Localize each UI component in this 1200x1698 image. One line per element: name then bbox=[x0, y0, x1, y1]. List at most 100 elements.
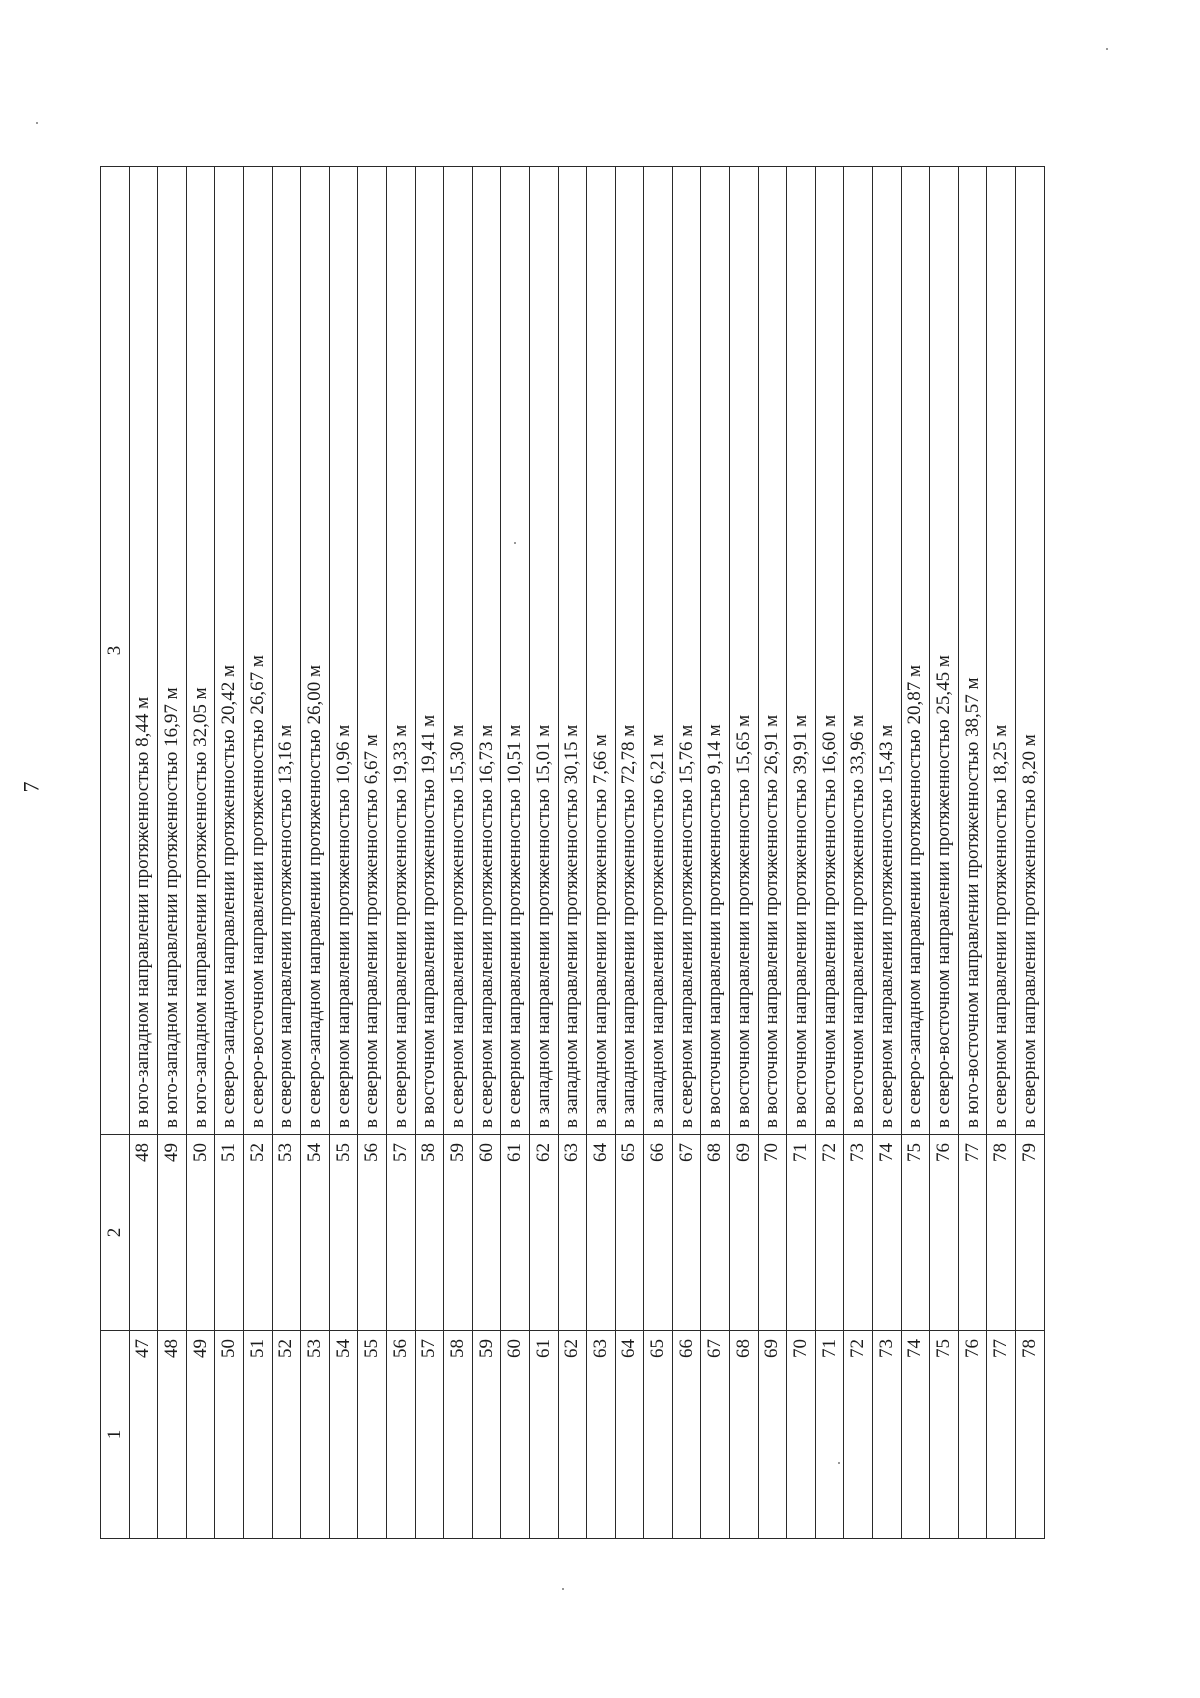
segment-description: в западном направлении протяженностью 7,… bbox=[586, 166, 616, 1135]
segment-description: в северо-западном направлении протяженно… bbox=[901, 166, 930, 1135]
point-from: 73 bbox=[872, 1330, 902, 1539]
segment-description: в северном направлении протяженностью 15… bbox=[443, 166, 473, 1135]
point-from: 50 bbox=[214, 1330, 244, 1539]
segment-description: в восточном направлении протяженностью 2… bbox=[758, 166, 787, 1135]
segment-description: в восточном направлении протяженностью 3… bbox=[843, 166, 873, 1135]
point-from: 62 bbox=[558, 1330, 587, 1539]
point-to: 50 bbox=[186, 1134, 215, 1331]
segment-description: в юго-западном направлении протяженность… bbox=[157, 166, 187, 1135]
point-to: 76 bbox=[929, 1134, 959, 1331]
segment-description: в северном направлении протяженностью 15… bbox=[872, 166, 902, 1135]
point-to: 49 bbox=[157, 1134, 187, 1331]
point-to: 61 bbox=[500, 1134, 530, 1331]
scan-speck bbox=[36, 122, 38, 124]
point-from: 75 bbox=[929, 1330, 959, 1539]
point-from: 74 bbox=[901, 1330, 930, 1539]
point-to: 71 bbox=[786, 1134, 816, 1331]
scan-speck bbox=[1028, 1120, 1030, 1122]
point-from: 58 bbox=[443, 1330, 473, 1539]
point-to: 54 bbox=[300, 1134, 330, 1331]
point-to: 55 bbox=[329, 1134, 358, 1331]
scan-speck bbox=[514, 542, 516, 544]
segment-description: в юго-восточном направлении протяженност… bbox=[958, 166, 987, 1135]
point-from: 54 bbox=[329, 1330, 358, 1539]
point-to: 78 bbox=[986, 1134, 1016, 1331]
point-from: 77 bbox=[986, 1330, 1016, 1539]
segment-description: в северном направлении протяженностью 8,… bbox=[1015, 166, 1045, 1135]
point-from: 52 bbox=[272, 1330, 301, 1539]
segment-description: в юго-западном направлении протяженность… bbox=[186, 166, 215, 1135]
point-to: 52 bbox=[243, 1134, 273, 1331]
point-from: 69 bbox=[758, 1330, 787, 1539]
segment-description: в восточном направлении протяженностью 1… bbox=[729, 166, 759, 1135]
point-from: 55 bbox=[357, 1330, 387, 1539]
point-from: 76 bbox=[958, 1330, 987, 1539]
point-to: 66 bbox=[643, 1134, 673, 1331]
point-to: 79 bbox=[1015, 1134, 1045, 1331]
point-from: 78 bbox=[1015, 1330, 1045, 1539]
page-number: 7 bbox=[18, 781, 44, 793]
point-to: 62 bbox=[529, 1134, 558, 1331]
segment-description: в восточном направлении протяженностью 9… bbox=[700, 166, 730, 1135]
point-from: 63 bbox=[586, 1330, 616, 1539]
point-from: 72 bbox=[843, 1330, 873, 1539]
segment-description: в северо-западном направлении протяженно… bbox=[300, 166, 330, 1135]
point-to: 74 bbox=[872, 1134, 902, 1331]
point-from: 60 bbox=[500, 1330, 530, 1539]
point-to: 69 bbox=[729, 1134, 759, 1331]
scan-speck bbox=[1106, 48, 1108, 50]
point-from: 47 bbox=[129, 1330, 158, 1539]
point-to: 51 bbox=[214, 1134, 244, 1331]
point-to: 72 bbox=[815, 1134, 844, 1331]
point-from: 70 bbox=[786, 1330, 816, 1539]
header-col-2: 2 bbox=[100, 1134, 130, 1331]
point-to: 53 bbox=[272, 1134, 301, 1331]
segment-description: в западном направлении протяженностью 30… bbox=[558, 166, 587, 1135]
point-from: 64 bbox=[615, 1330, 644, 1539]
header-col-1: 1 bbox=[100, 1330, 130, 1539]
point-from: 48 bbox=[157, 1330, 187, 1539]
segment-description: в северо-восточном направлении протяженн… bbox=[243, 166, 273, 1135]
point-from: 66 bbox=[672, 1330, 701, 1539]
point-to: 63 bbox=[558, 1134, 587, 1331]
point-to: 58 bbox=[415, 1134, 444, 1331]
point-from: 68 bbox=[729, 1330, 759, 1539]
point-from: 59 bbox=[472, 1330, 501, 1539]
point-to: 68 bbox=[700, 1134, 730, 1331]
point-to: 67 bbox=[672, 1134, 701, 1331]
point-from: 61 bbox=[529, 1330, 558, 1539]
segment-description: в северном направлении протяженностью 13… bbox=[272, 166, 301, 1135]
segment-description: в северном направлении протяженностью 19… bbox=[386, 166, 416, 1135]
point-from: 53 bbox=[300, 1330, 330, 1539]
segment-description: в северном направлении протяженностью 18… bbox=[986, 166, 1016, 1135]
segment-description: в западном направлении протяженностью 6,… bbox=[643, 166, 673, 1135]
segment-description: в северо-восточном направлении протяженн… bbox=[929, 166, 959, 1135]
